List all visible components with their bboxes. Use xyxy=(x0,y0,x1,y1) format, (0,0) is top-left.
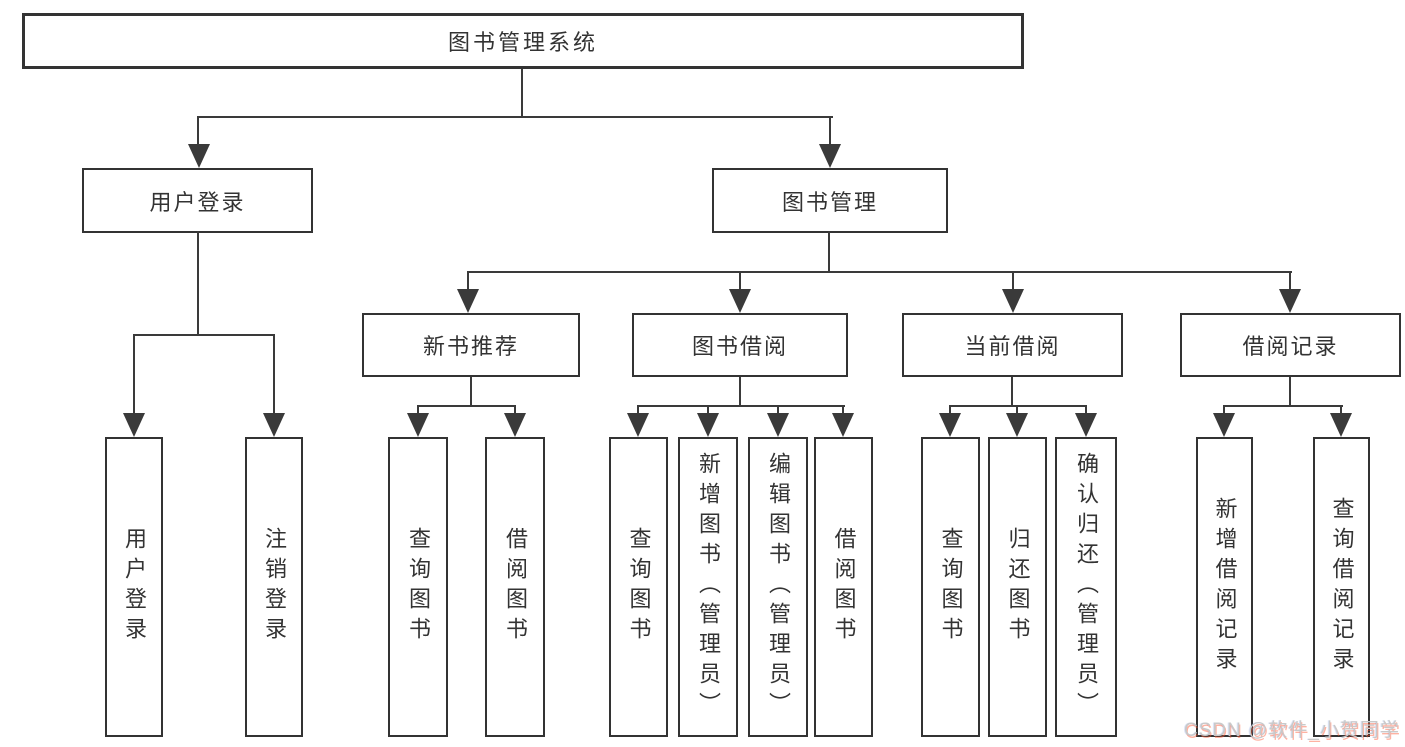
leaf-label: 新增图书（管理员） xyxy=(696,452,721,722)
connector-line xyxy=(707,405,709,415)
connector-line xyxy=(739,271,741,291)
leaf-label: 查询图书 xyxy=(938,527,964,647)
connector-line xyxy=(949,405,951,415)
node-label: 用户登录 xyxy=(149,189,246,215)
arrow-down-icon xyxy=(123,413,145,437)
connector-line xyxy=(133,334,135,416)
node-book-borrowing: 图书借阅 xyxy=(632,313,848,377)
leaf-label: 借阅图书 xyxy=(503,527,528,647)
leaf-edit-books-admin: 编辑图书（管理员） xyxy=(748,437,808,737)
connector-line xyxy=(521,69,523,118)
connector-line xyxy=(418,405,516,407)
arrow-down-icon xyxy=(832,413,854,437)
connector-line xyxy=(133,334,275,336)
leaf-label: 确认归还（管理员） xyxy=(1074,452,1099,722)
leaf-query-borrow-record: 查询借阅记录 xyxy=(1313,437,1370,737)
arrow-down-icon xyxy=(263,413,285,437)
arrow-down-icon xyxy=(819,144,841,168)
node-label: 当前借阅 xyxy=(964,334,1061,359)
arrow-down-icon xyxy=(504,413,526,437)
node-current-borrowing: 当前借阅 xyxy=(902,313,1123,377)
connector-line xyxy=(1011,377,1013,407)
leaf-user-login: 用户登录 xyxy=(105,437,163,737)
node-new-book-recommend: 新书推荐 xyxy=(362,313,580,377)
arrow-down-icon xyxy=(1075,413,1097,437)
arrow-down-icon xyxy=(1279,289,1301,313)
connector-line xyxy=(1085,405,1087,415)
arrow-down-icon xyxy=(188,144,210,168)
leaf-logout: 注销登录 xyxy=(245,437,303,737)
leaf-query-books-recommend: 查询图书 xyxy=(388,437,448,737)
leaf-label: 查询图书 xyxy=(626,527,652,647)
connector-line xyxy=(1340,405,1342,415)
node-label: 新书推荐 xyxy=(422,334,519,359)
connector-line xyxy=(197,231,199,335)
connector-line xyxy=(417,405,419,415)
connector-line xyxy=(197,116,199,148)
arrow-down-icon xyxy=(767,413,789,437)
node-borrowing-records: 借阅记录 xyxy=(1180,313,1401,377)
leaf-borrow-books: 借阅图书 xyxy=(814,437,873,737)
leaf-add-borrow-record: 新增借阅记录 xyxy=(1196,437,1253,737)
connector-line xyxy=(829,116,831,148)
connector-line xyxy=(1012,271,1014,291)
arrow-down-icon xyxy=(1330,413,1352,437)
arrow-down-icon xyxy=(627,413,649,437)
connector-line xyxy=(470,377,472,407)
connector-line xyxy=(467,271,469,291)
connector-line xyxy=(514,405,516,415)
connector-line xyxy=(1223,405,1225,415)
connector-line xyxy=(949,405,1087,407)
connector-line xyxy=(777,405,779,415)
connector-line xyxy=(637,405,639,415)
leaf-confirm-return-admin: 确认归还（管理员） xyxy=(1055,437,1117,737)
connector-line xyxy=(828,231,830,273)
arrow-down-icon xyxy=(939,413,961,437)
connector-line xyxy=(637,405,845,407)
node-library-management-system: 图书管理系统 xyxy=(22,13,1024,69)
leaf-label: 用户登录 xyxy=(122,527,147,647)
node-label: 图书管理 xyxy=(781,189,878,215)
node-label: 图书管理系统 xyxy=(447,30,598,55)
arrow-down-icon xyxy=(1006,413,1028,437)
connector-line xyxy=(1223,405,1343,407)
connector-line xyxy=(1016,405,1018,415)
node-user-login-branch: 用户登录 xyxy=(82,168,313,233)
csdn-watermark: CSDN @软件_小贺同学 xyxy=(1184,720,1400,741)
leaf-label: 查询图书 xyxy=(406,527,431,647)
leaf-query-books-current: 查询图书 xyxy=(921,437,980,737)
arrow-down-icon xyxy=(729,289,751,313)
arrow-down-icon xyxy=(697,413,719,437)
connector-line xyxy=(739,377,741,407)
leaf-add-books-admin: 新增图书（管理员） xyxy=(678,437,738,737)
arrow-down-icon xyxy=(1213,413,1235,437)
connector-line xyxy=(197,116,833,118)
node-book-management: 图书管理 xyxy=(712,168,948,233)
arrow-down-icon xyxy=(407,413,429,437)
arrow-down-icon xyxy=(457,289,479,313)
connector-line xyxy=(273,334,275,416)
leaf-label: 注销登录 xyxy=(262,527,287,647)
leaf-label: 查询借阅记录 xyxy=(1329,497,1355,677)
leaf-label: 借阅图书 xyxy=(831,527,857,647)
leaf-label: 归还图书 xyxy=(1005,527,1031,647)
leaf-query-books-borrowing: 查询图书 xyxy=(609,437,668,737)
connector-line xyxy=(1289,271,1291,291)
connector-line xyxy=(842,405,844,415)
leaf-borrow-books-recommend: 借阅图书 xyxy=(485,437,545,737)
leaf-label: 编辑图书（管理员） xyxy=(766,452,791,722)
leaf-return-books: 归还图书 xyxy=(988,437,1047,737)
arrow-down-icon xyxy=(1002,289,1024,313)
connector-line xyxy=(467,271,1292,273)
connector-line xyxy=(1289,377,1291,407)
leaf-label: 新增借阅记录 xyxy=(1212,497,1238,677)
node-label: 图书借阅 xyxy=(691,334,788,359)
node-label: 借阅记录 xyxy=(1242,334,1339,359)
